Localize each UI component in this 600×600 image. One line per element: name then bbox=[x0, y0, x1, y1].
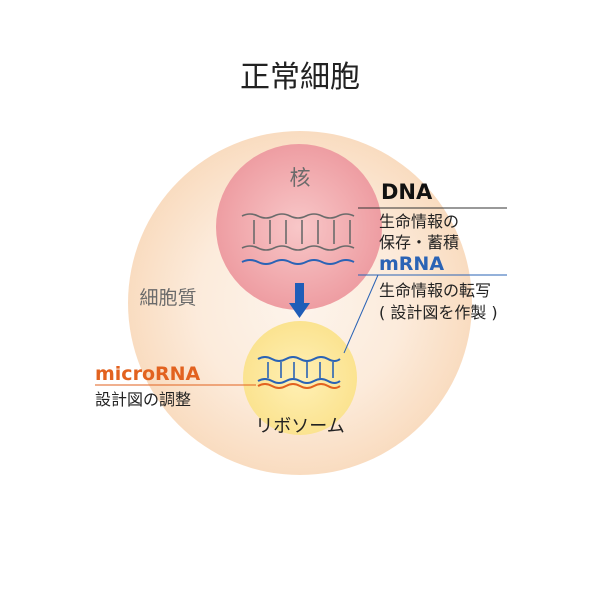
dna-strand bbox=[241, 213, 355, 251]
dna-top-strand bbox=[241, 213, 355, 219]
mrna-description-line-2: ( 設計図を作製 ) bbox=[379, 303, 498, 322]
dna-description-line-1: 生命情報の bbox=[379, 212, 459, 231]
mrna-callout-connector bbox=[343, 274, 379, 354]
ribosome-mrna-bottom bbox=[257, 378, 341, 384]
ribosome-label: リボソーム bbox=[255, 416, 344, 437]
ribosome-circle bbox=[243, 321, 357, 435]
ribosome-mrna-top bbox=[257, 356, 341, 362]
transport-arrow bbox=[289, 283, 310, 318]
cytoplasm-label: 細胞質 bbox=[139, 287, 196, 309]
nucleus-circle bbox=[216, 144, 382, 310]
mrna-label: mRNA bbox=[379, 253, 444, 275]
nucleus-label: 核 bbox=[290, 166, 311, 190]
microrna-strand bbox=[257, 383, 341, 389]
mrna-description-line-1: 生命情報の転写 bbox=[379, 281, 491, 300]
dna-bottom-strand bbox=[241, 245, 355, 251]
microrna-label: microRNA bbox=[95, 363, 201, 385]
dna-label: DNA bbox=[381, 180, 433, 204]
mrna-strand-nucleus bbox=[241, 259, 355, 265]
dna-description-line-2: 保存・蓄積 bbox=[379, 233, 459, 252]
microrna-description-line-1: 設計図の調整 bbox=[95, 390, 191, 409]
page-title: 正常細胞 bbox=[240, 60, 360, 95]
ribosome-rna-strand bbox=[257, 356, 341, 389]
